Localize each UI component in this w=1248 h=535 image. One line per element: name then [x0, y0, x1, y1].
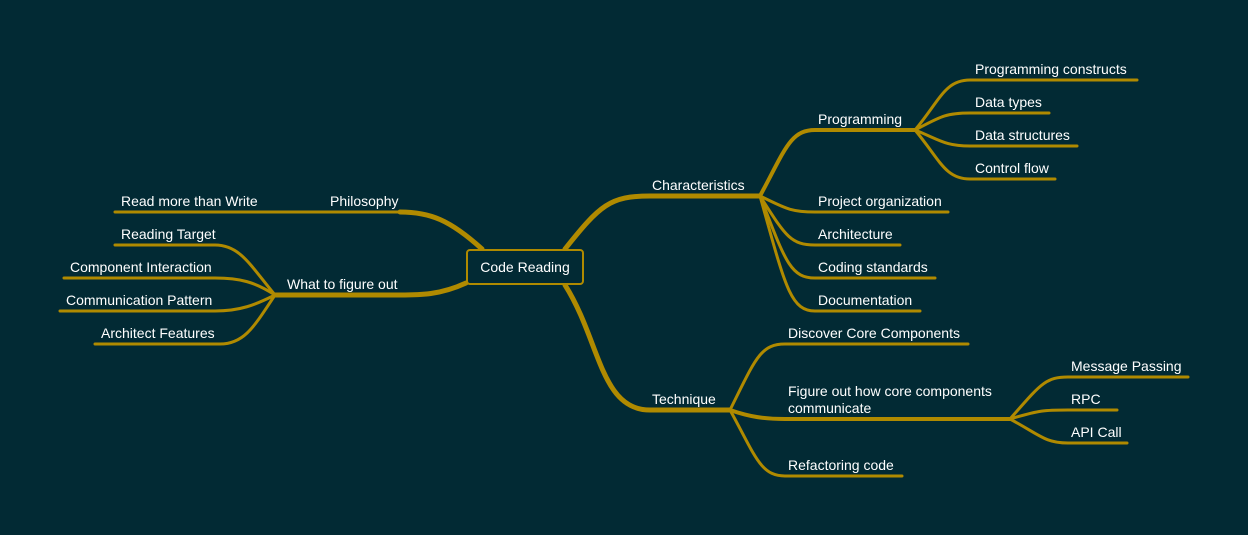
node-documentation[interactable]: Documentation [818, 292, 913, 308]
node-rpc[interactable]: RPC [1071, 391, 1101, 407]
node-philosophy[interactable]: Philosophy [330, 193, 399, 209]
branch-reading-target [113, 243, 277, 297]
branch-communicate [728, 408, 1012, 421]
branch-documentation [758, 194, 922, 313]
node-component-interaction[interactable]: Component Interaction [70, 259, 212, 275]
branch-discover [728, 342, 970, 412]
branch-project-organization [758, 194, 950, 214]
node-refactoring-code[interactable]: Refactoring code [788, 457, 894, 473]
node-programming[interactable]: Programming [818, 111, 903, 127]
branch-figure-out [272, 280, 469, 298]
node-discover-core-components[interactable]: Discover Core Components [788, 325, 960, 341]
node-data-types[interactable]: Data types [975, 94, 1042, 110]
branch-coding-standards [758, 194, 937, 280]
branch-architect-features [93, 293, 277, 346]
node-project-organization[interactable]: Project organization [818, 193, 942, 209]
node-read-more-than-write[interactable]: Read more than Write [121, 193, 258, 209]
node-technique[interactable]: Technique [652, 391, 716, 407]
node-architect-features[interactable]: Architect Features [101, 325, 215, 341]
node-reading-target[interactable]: Reading Target [121, 226, 216, 242]
node-communication-pattern[interactable]: Communication Pattern [66, 292, 213, 308]
branch-data-structures [913, 128, 1079, 148]
branch-rpc [1008, 408, 1119, 421]
branch-control-flow [913, 128, 1057, 181]
node-data-structures[interactable]: Data structures [975, 127, 1070, 143]
node-figure-out-communicate[interactable]: Figure out how core components communica… [788, 383, 992, 416]
node-api-call[interactable]: API Call [1071, 424, 1122, 440]
root-node[interactable]: Code Reading [466, 249, 584, 285]
node-what-to-figure-out[interactable]: What to figure out [287, 276, 398, 292]
branch-characteristics [562, 193, 763, 252]
branch-programming-constructs [913, 78, 1139, 132]
branch-communication-pattern [58, 293, 277, 313]
branch-technique [562, 282, 733, 413]
branch-api-call [1008, 417, 1129, 445]
branch-architecture [758, 194, 902, 247]
branch-philosophy [397, 209, 485, 252]
node-programming-constructs[interactable]: Programming constructs [975, 61, 1127, 77]
branch-refactor [728, 408, 904, 478]
node-control-flow[interactable]: Control flow [975, 160, 1049, 176]
node-coding-standards[interactable]: Coding standards [818, 259, 928, 275]
node-characteristics[interactable]: Characteristics [652, 177, 745, 193]
branch-component-interaction [62, 276, 277, 297]
node-message-passing[interactable]: Message Passing [1071, 358, 1182, 374]
branch-data-types [913, 111, 1051, 132]
node-architecture[interactable]: Architecture [818, 226, 893, 242]
branch-message-passing [1008, 375, 1190, 421]
branch-programming [758, 128, 917, 198]
